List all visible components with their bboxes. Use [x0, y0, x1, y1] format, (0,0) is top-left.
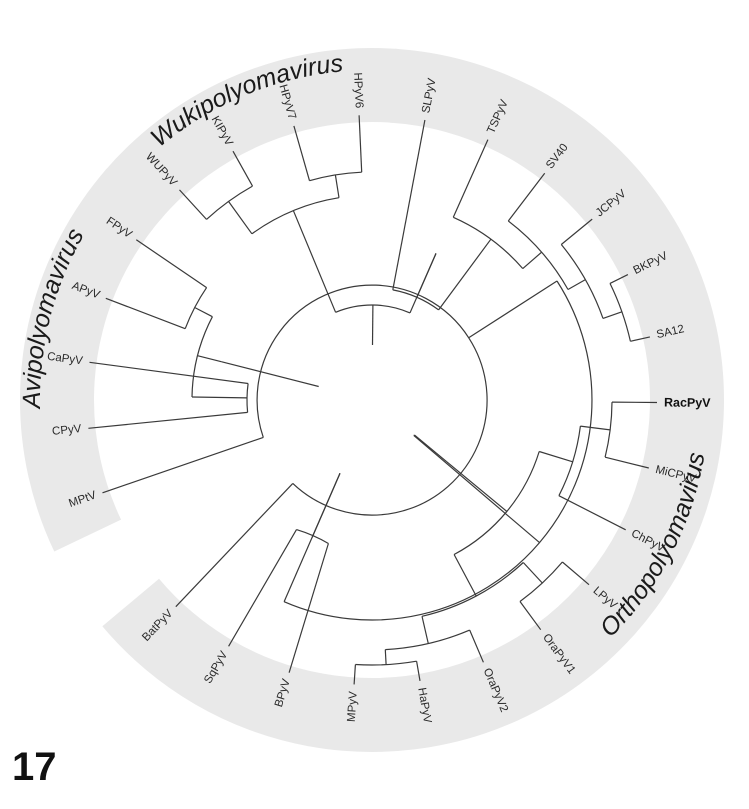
- figure-number: 17: [12, 747, 57, 787]
- tree-branch: [539, 452, 573, 462]
- tree-branch: [559, 496, 626, 530]
- tree-branch: [580, 426, 610, 430]
- tree-branch: [414, 435, 446, 462]
- tree-branch: [447, 462, 507, 512]
- tree-branch: [335, 175, 339, 198]
- tree-branch: [568, 280, 585, 290]
- tree-branch: [198, 356, 222, 362]
- tree-branch: [289, 544, 328, 673]
- tree-branch-arc: [257, 285, 487, 515]
- tree-branch-arc: [247, 384, 248, 413]
- tree-branch: [453, 140, 488, 218]
- leaf-label: MPyV: [346, 691, 360, 723]
- tree-branch: [233, 151, 253, 186]
- tree-branch: [422, 616, 428, 643]
- tree-branch: [293, 211, 335, 313]
- tree-branch: [103, 437, 264, 492]
- tree-branch: [294, 126, 310, 181]
- tree-branch: [136, 240, 206, 288]
- tree-branch: [229, 201, 252, 233]
- tree-branch: [359, 115, 362, 172]
- tree-branch: [106, 298, 185, 328]
- tree-branch: [439, 239, 491, 310]
- tree-branch: [523, 252, 542, 268]
- tree-branch: [312, 473, 340, 537]
- tree-branch: [562, 562, 589, 585]
- tree-branch: [385, 650, 386, 665]
- leaf-label: RacPyV: [664, 396, 711, 410]
- tree-branch: [605, 457, 649, 468]
- tree-branch: [90, 362, 249, 383]
- tree-branch: [192, 397, 247, 398]
- tree-branch: [229, 530, 297, 647]
- tree-branch: [195, 308, 213, 317]
- clade-bands: [20, 48, 724, 752]
- tree-branch: [520, 602, 541, 630]
- tree-branch: [88, 412, 247, 428]
- tree-branch: [414, 436, 540, 543]
- tree-branch: [508, 173, 544, 221]
- tree-branch: [603, 312, 622, 319]
- tree-branch: [417, 253, 436, 297]
- tree-branch: [454, 555, 476, 597]
- tree-branch: [470, 630, 484, 662]
- band-orthopolyomavirus: [307, 49, 724, 752]
- tree-branch: [176, 483, 293, 606]
- tree-branch: [561, 219, 592, 244]
- tree-branch-arc: [284, 281, 592, 620]
- leaf-label: HPyV6: [351, 72, 365, 108]
- tree-branch: [393, 120, 425, 290]
- tree-branch: [222, 362, 319, 387]
- tree-branch: [469, 281, 557, 338]
- tree-branch: [180, 190, 207, 220]
- tree-branch: [523, 563, 542, 584]
